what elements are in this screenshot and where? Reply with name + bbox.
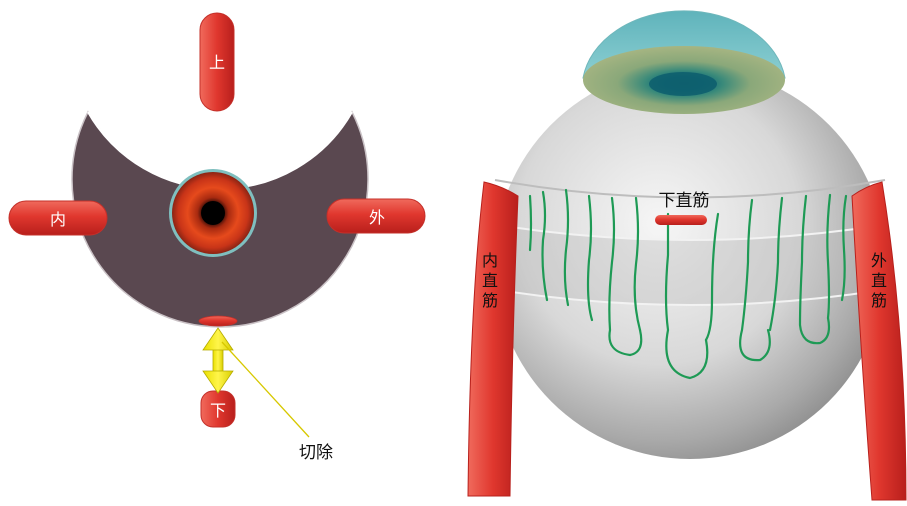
right-diagram: 下直筋 内 直 筋 外 直 筋 bbox=[468, 11, 906, 500]
lateral-muscle: 外 bbox=[327, 199, 425, 233]
superior-muscle: 上 bbox=[200, 13, 234, 111]
lateral-rectus-label-2: 直 bbox=[871, 271, 887, 290]
medial-rectus-label-1: 内 bbox=[482, 251, 498, 270]
medial-rectus-label-3: 筋 bbox=[482, 291, 498, 310]
original-insertion bbox=[199, 316, 237, 326]
inferior-rectus-insertion bbox=[655, 215, 707, 225]
resection-arrow bbox=[203, 328, 233, 393]
annotation-label: 切除 bbox=[299, 443, 333, 463]
superior-muscle-label: 上 bbox=[209, 53, 225, 72]
pupil-center bbox=[649, 72, 717, 96]
left-diagram: 上 内 外 下 切除 bbox=[9, 13, 425, 463]
medial-rectus: 内 直 筋 bbox=[468, 182, 518, 496]
lateral-muscle-label: 外 bbox=[369, 208, 385, 227]
medial-rectus-label-2: 直 bbox=[482, 271, 498, 290]
inferior-muscle: 下 bbox=[201, 391, 235, 427]
lateral-rectus-label-1: 外 bbox=[871, 251, 887, 270]
annotation-leader-line bbox=[222, 342, 309, 437]
inferior-rectus-label: 下直筋 bbox=[659, 191, 710, 211]
lateral-rectus-label-3: 筋 bbox=[871, 291, 887, 310]
pupil bbox=[169, 169, 257, 257]
medial-muscle: 内 bbox=[9, 201, 107, 235]
medial-muscle-label: 内 bbox=[50, 210, 66, 229]
inferior-muscle-label: 下 bbox=[210, 401, 226, 420]
